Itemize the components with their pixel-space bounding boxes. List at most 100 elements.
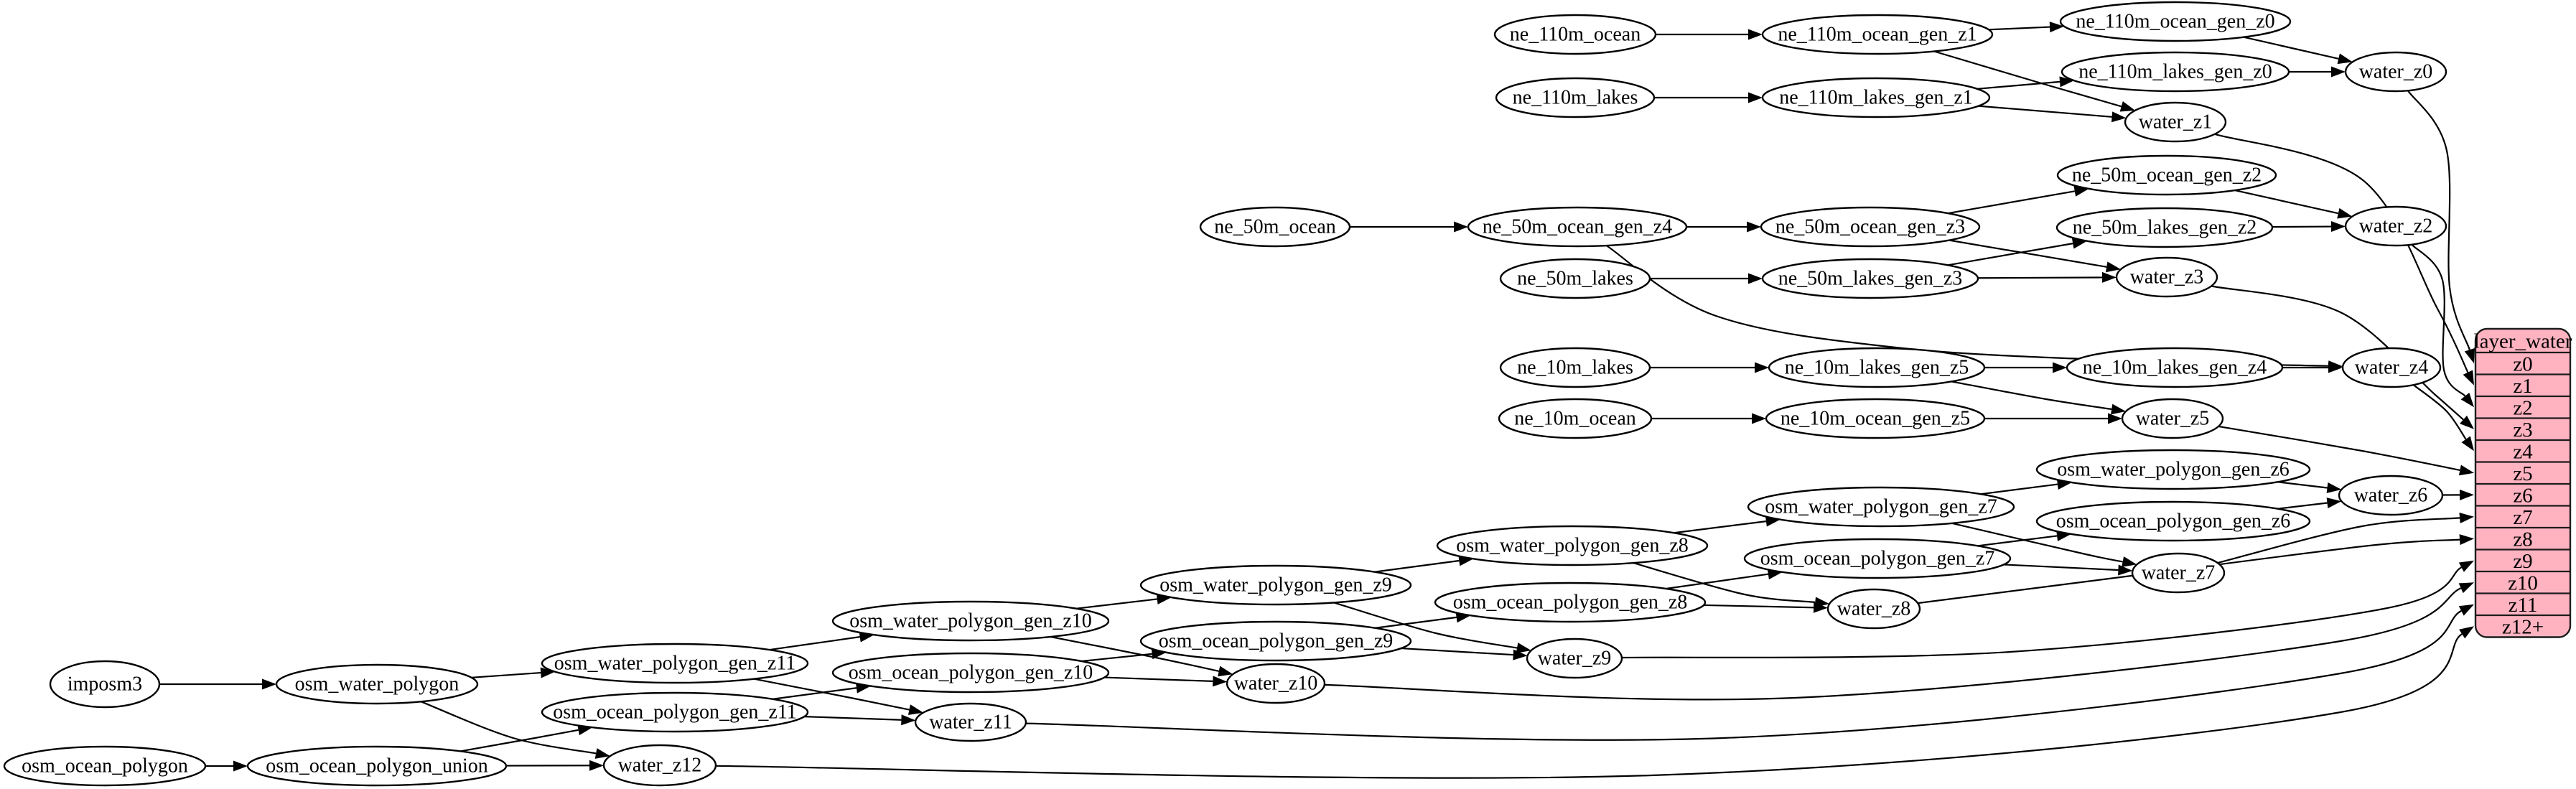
- osm_ocean_polygon_gen_z11-shape: [541, 691, 809, 733]
- edge-osm_water_polygon_gen_z7-to-osm_water_polygon_gen_z6: [1981, 483, 2058, 495]
- water_z4-shape: [2341, 347, 2442, 388]
- ne_10m_lakes-shape: [1499, 347, 1651, 388]
- edge-osm_water_polygon_gen_z7-to-water_z7: [1951, 522, 2123, 563]
- water_z2-shape: [2344, 205, 2447, 247]
- graph-node-water_z4: water_z4: [2341, 347, 2442, 388]
- arrowhead-ne_10m_lakes_gen_z4-to-water_z4: [2328, 362, 2343, 373]
- water_z3-shape: [2115, 256, 2218, 298]
- graph-node-ne_50m_ocean: ne_50m_ocean: [1199, 206, 1351, 248]
- arrowhead-osm_water_polygon_gen_z10-to-water_z10: [1218, 666, 1233, 677]
- edge-ne_50m_ocean_gen_z3-to-ne_50m_ocean_gen_z2: [1948, 190, 2075, 215]
- water_z0-label: water_z0: [2359, 61, 2433, 83]
- graph-node-ne_10m_lakes_gen_z5: ne_10m_lakes_gen_z5: [1768, 347, 1986, 388]
- graph-node-ne_10m_ocean_gen_z5: ne_10m_ocean_gen_z5: [1765, 398, 1986, 439]
- ne_50m_lakes_gen_z3-shape: [1761, 258, 1979, 299]
- osm_water_polygon_gen_z11-label: osm_water_polygon_gen_z11: [554, 653, 795, 675]
- osm_ocean_polygon-shape: [3, 745, 207, 787]
- edge-water_z4-to-row-z4: [2412, 384, 2467, 440]
- layer-water-table: layer_waterz0z1z2z3z4z5z6z7z8z9z10z11z12…: [2474, 327, 2572, 638]
- edge-osm_water_polygon-to-water_z12: [421, 701, 597, 755]
- ne_110m_lakes-shape: [1495, 77, 1656, 118]
- arrowhead-water_z11-to-row-z11: [2458, 604, 2474, 616]
- water_z6-label: water_z6: [2354, 485, 2428, 507]
- arrowhead-water_z5-to-row-z5: [2458, 464, 2474, 476]
- arrowhead-water_z6-to-row-z6: [2459, 489, 2474, 500]
- arrowhead-osm_ocean_polygon_gen_z6-to-water_z6: [2326, 498, 2342, 508]
- graph-node-osm_water_polygon_gen_z7: osm_water_polygon_gen_z7: [1747, 486, 2015, 528]
- osm_water_polygon_gen_z6-label: osm_water_polygon_gen_z6: [2057, 459, 2290, 481]
- graph-node-ne_110m_ocean_gen_z1: ne_110m_ocean_gen_z1: [1761, 14, 1994, 55]
- ne_10m_lakes_gen_z4-shape: [2066, 347, 2284, 388]
- graph-node-osm_ocean_polygon: osm_ocean_polygon: [3, 745, 207, 787]
- ne_110m_lakes_gen_z0-shape: [2061, 51, 2290, 93]
- osm_water_polygon_gen_z7-label: osm_water_polygon_gen_z7: [1765, 496, 1997, 518]
- osm_water_polygon_gen_z8-shape: [1436, 525, 1709, 566]
- arrowhead-osm_water_polygon-to-water_z12: [594, 748, 610, 759]
- water_z9-label: water_z9: [1538, 648, 1612, 670]
- arrowhead-ne_50m_ocean-to-ne_50m_ocean_gen_z4: [1454, 221, 1468, 233]
- arrowhead-water_z12-to-row-z12+: [2459, 626, 2474, 639]
- arrowhead-osm_water_polygon_gen_z6-to-water_z6: [2326, 482, 2342, 493]
- ne_10m_ocean_gen_z5-label: ne_10m_ocean_gen_z5: [1781, 408, 1970, 430]
- ne_10m_ocean-label: ne_10m_ocean: [1514, 408, 1636, 430]
- arrowhead-water_z0-to-row-z0: [2464, 347, 2475, 364]
- edge-water_z12-to-row-z12+: [715, 633, 2463, 779]
- graph-node-ne_50m_lakes_gen_z3: ne_50m_lakes_gen_z3: [1761, 258, 1979, 299]
- graph-node-ne_110m_lakes_gen_z0: ne_110m_lakes_gen_z0: [2061, 51, 2290, 93]
- arrowhead-ne_110m_lakes_gen_z1-to-water_z1: [2111, 111, 2127, 123]
- edge-osm_ocean_polygon_gen_z10-to-osm_ocean_polygon_gen_z9: [1081, 653, 1152, 663]
- arrowhead-osm_ocean_polygon_gen_z8-to-water_z8: [1813, 602, 1829, 613]
- arrowhead-osm_ocean_polygon-to-osm_ocean_polygon_union: [233, 760, 248, 772]
- graph-node-water_z3: water_z3: [2115, 256, 2218, 298]
- edge-osm_ocean_polygon_gen_z6-to-water_z6: [2277, 502, 2328, 510]
- graph-node-water_z2: water_z2: [2344, 205, 2447, 247]
- osm_ocean_polygon_gen_z10-label: osm_ocean_polygon_gen_z10: [849, 662, 1093, 684]
- edge-osm_water_polygon_gen_z6-to-water_z6: [2277, 481, 2328, 489]
- record-row-z10: z10: [2508, 571, 2538, 594]
- graph-node-osm_water_polygon_gen_z6: osm_water_polygon_gen_z6: [2035, 449, 2311, 490]
- ne_50m_ocean_gen_z3-label: ne_50m_ocean_gen_z3: [1775, 216, 1965, 238]
- record-row-z6: z6: [2513, 484, 2532, 507]
- layer-water-title: layer_water: [2474, 330, 2572, 353]
- edge-ne_50m_lakes_gen_z3-to-ne_50m_lakes_gen_z2: [1947, 243, 2073, 266]
- record-row-z9: z9: [2513, 550, 2532, 573]
- graph-node-osm_ocean_polygon_gen_z9: osm_ocean_polygon_gen_z9: [1139, 620, 1412, 662]
- ne_110m_lakes-label: ne_110m_lakes: [1513, 87, 1638, 109]
- edge-ne_50m_ocean_gen_z3-to-water_z3: [1949, 239, 2107, 268]
- graph-node-water_z10: water_z10: [1226, 663, 1326, 704]
- arrowhead-ne_50m_lakes_gen_z3-to-water_z3: [2101, 271, 2117, 283]
- ne_110m_lakes_gen_z1-label: ne_110m_lakes_gen_z1: [1779, 87, 1973, 109]
- arrowhead-imposm3-to-osm_water_polygon: [262, 678, 276, 690]
- graph-node-water_z7: water_z7: [2131, 552, 2226, 594]
- water_z9-shape: [1526, 638, 1623, 679]
- arrowhead-ne_110m_ocean_gen_z1-to-ne_110m_ocean_gen_z0: [2049, 22, 2065, 33]
- edge-ne_110m_ocean_gen_z0-to-water_z0: [2243, 36, 2339, 60]
- osm_ocean_polygon_union-shape: [246, 745, 508, 787]
- ne_50m_lakes-shape: [1499, 258, 1651, 299]
- graph-node-ne_50m_ocean_gen_z2: ne_50m_ocean_gen_z2: [2056, 154, 2277, 196]
- osm_ocean_polygon_gen_z8-label: osm_ocean_polygon_gen_z8: [1453, 592, 1688, 614]
- arrowhead-ne_10m_lakes_gen_z5-to-ne_10m_lakes_gen_z4: [2053, 362, 2067, 373]
- record-row-z3: z3: [2513, 419, 2532, 442]
- graph-node-water_z11: water_z11: [914, 702, 1027, 742]
- water_z1-shape: [2124, 101, 2227, 143]
- ne_50m_ocean-label: ne_50m_ocean: [1214, 216, 1336, 238]
- arrowhead-ne_50m_lakes-to-ne_50m_lakes_gen_z3: [1748, 273, 1763, 284]
- edge-osm_ocean_polygon_gen_z9-to-water_z9: [1401, 647, 1513, 656]
- osm_water_polygon-shape: [275, 663, 479, 705]
- edge-ne_50m_ocean_gen_z2-to-water_z2: [2234, 190, 2339, 215]
- arrowhead-ne_50m_lakes_gen_z2-to-water_z2: [2330, 221, 2346, 233]
- graph-node-ne_50m_ocean_gen_z3: ne_50m_ocean_gen_z3: [1760, 206, 1981, 248]
- edge-ne_110m_lakes_gen_z1-to-water_z1: [1978, 105, 2112, 118]
- osm_water_polygon_gen_z7-shape: [1747, 486, 2015, 528]
- record-row-z2: z2: [2513, 396, 2532, 419]
- edge-osm_water_polygon_gen_z9-to-water_z9: [1333, 602, 1518, 649]
- water_z7-shape: [2131, 552, 2226, 594]
- edge-water_z2-to-row-z2: [2411, 243, 2466, 397]
- edge-osm_water_polygon_gen_z10-to-osm_water_polygon_gen_z9: [1076, 598, 1157, 610]
- graph-node-ne_10m_lakes_gen_z4: ne_10m_lakes_gen_z4: [2066, 347, 2284, 388]
- edge-water_z7-to-row-z7: [2217, 517, 2460, 564]
- graph-node-ne_50m_lakes_gen_z2: ne_50m_lakes_gen_z2: [2055, 207, 2274, 248]
- arrowhead-ne_10m_ocean_gen_z5-to-water_z5: [2108, 413, 2122, 424]
